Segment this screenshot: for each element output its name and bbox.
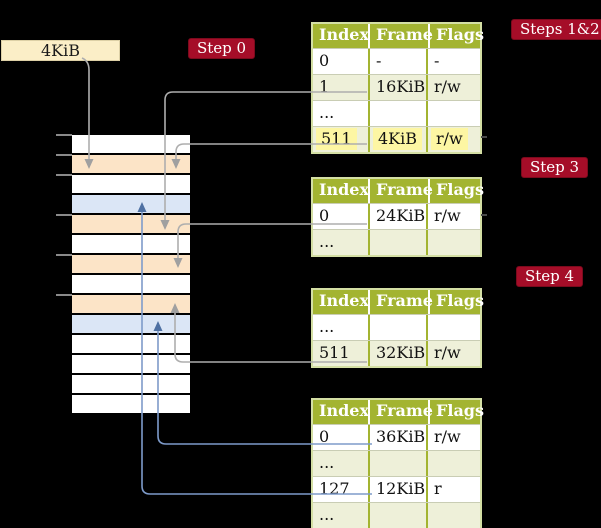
cell-flags: r/w — [434, 206, 461, 225]
cell-frame: 4KiB — [373, 128, 423, 150]
page-table-final: Index Frame Flags 0 36KiB r/w ... 127 12… — [311, 398, 484, 528]
memory-frame-row-10 — [72, 335, 190, 355]
column-header-flags: Flags — [428, 179, 484, 203]
memory-frame-row-12 — [72, 375, 190, 395]
memory-frame-row-1 — [72, 155, 190, 175]
cell-index: ... — [319, 505, 335, 524]
badge-step-0: Step 0 — [188, 38, 256, 59]
memory-stack — [72, 135, 190, 415]
memory-address-tick — [56, 134, 72, 136]
table-row: ... — [313, 450, 480, 476]
cell-flags: r — [434, 479, 442, 498]
cell-index: 0 — [319, 51, 330, 70]
cell-flags: - — [434, 51, 440, 70]
column-header-frame: Frame — [368, 400, 433, 424]
cell-frame: 36KiB — [376, 427, 426, 446]
cell-frame: 24KiB — [376, 206, 426, 225]
table-row: 127 12KiB r — [313, 476, 480, 502]
column-header-flags: Flags — [428, 24, 484, 48]
table-row: ... — [313, 314, 480, 340]
cell-index: 511 — [316, 128, 357, 150]
memory-address-tick — [56, 214, 72, 216]
memory-address-tick — [56, 254, 72, 256]
page-table-step-4: Index Frame Flags ... 511 32KiB r/w — [311, 288, 484, 368]
cell-frame: 32KiB — [376, 343, 426, 362]
column-header-frame: Frame — [368, 179, 433, 203]
memory-frame-row-0 — [72, 135, 190, 155]
memory-address-tick — [56, 154, 72, 156]
cell-index: ... — [319, 103, 335, 122]
cell-index: 511 — [319, 343, 350, 362]
table-row: 0 - - — [313, 48, 480, 74]
memory-frame-row-11 — [72, 355, 190, 375]
cell-frame: 12KiB — [376, 479, 426, 498]
table-header-row: Index Frame Flags — [313, 400, 484, 424]
table-row: 1 16KiB r/w — [313, 74, 480, 100]
cell-index: ... — [319, 232, 335, 251]
column-header-index: Index — [319, 180, 370, 199]
table-row: 0 24KiB r/w — [313, 203, 480, 229]
memory-frame-row-3 — [72, 195, 190, 215]
table-row: 0 36KiB r/w — [313, 424, 480, 450]
memory-frame-row-9 — [72, 315, 190, 335]
column-header-flags: Flags — [428, 400, 484, 424]
column-header-frame: Frame — [368, 290, 433, 314]
cell-flags: r/w — [434, 427, 461, 446]
memory-frame-row-2 — [72, 175, 190, 195]
column-header-index: Index — [319, 291, 370, 310]
table-header-row: Index Frame Flags — [313, 290, 484, 314]
memory-address-tick — [56, 294, 72, 296]
memory-frame-row-6 — [72, 255, 190, 275]
badge-step-4: Step 4 — [516, 266, 584, 287]
table-row: ... — [313, 100, 480, 126]
cell-index: ... — [319, 453, 335, 472]
table-row-marker — [481, 214, 487, 216]
column-header-index: Index — [319, 401, 370, 420]
cell-flags: r/w — [434, 77, 461, 96]
table-row-highlighted: 511 4KiB r/w — [313, 126, 480, 152]
cell-frame: 16KiB — [376, 77, 426, 96]
memory-frame-row-7 — [72, 275, 190, 295]
cell-index: ... — [319, 317, 335, 336]
memory-frame-row-8 — [72, 295, 190, 315]
cell-frame: - — [376, 51, 382, 70]
frame-size-label: 4KiB — [1, 40, 120, 61]
cell-index: 1 — [319, 77, 330, 96]
cell-flags: r/w — [431, 128, 468, 150]
badge-steps-1-2: Steps 1&2 — [511, 19, 601, 40]
memory-frame-row-4 — [72, 215, 190, 235]
memory-address-tick — [56, 174, 72, 176]
table-row: ... — [313, 229, 480, 255]
memory-frame-row-13 — [72, 395, 190, 415]
page-table-step-3: Index Frame Flags 0 24KiB r/w ... — [311, 177, 484, 257]
column-header-index: Index — [319, 25, 370, 44]
table-header-row: Index Frame Flags — [313, 179, 484, 203]
column-header-flags: Flags — [428, 290, 484, 314]
table-row-marker — [481, 136, 487, 138]
cell-index: 0 — [319, 427, 330, 446]
badge-step-3: Step 3 — [521, 157, 589, 178]
cell-index: 127 — [319, 479, 350, 498]
column-header-frame: Frame — [368, 24, 433, 48]
cell-flags: r/w — [434, 343, 461, 362]
page-table-steps-1-2: Index Frame Flags 0 - - 1 16KiB r/w ... … — [311, 22, 484, 154]
table-row: 511 32KiB r/w — [313, 340, 480, 366]
table-header-row: Index Frame Flags — [313, 24, 484, 48]
table-row: ... — [313, 502, 480, 528]
memory-frame-row-5 — [72, 235, 190, 255]
cell-index: 0 — [319, 206, 330, 225]
